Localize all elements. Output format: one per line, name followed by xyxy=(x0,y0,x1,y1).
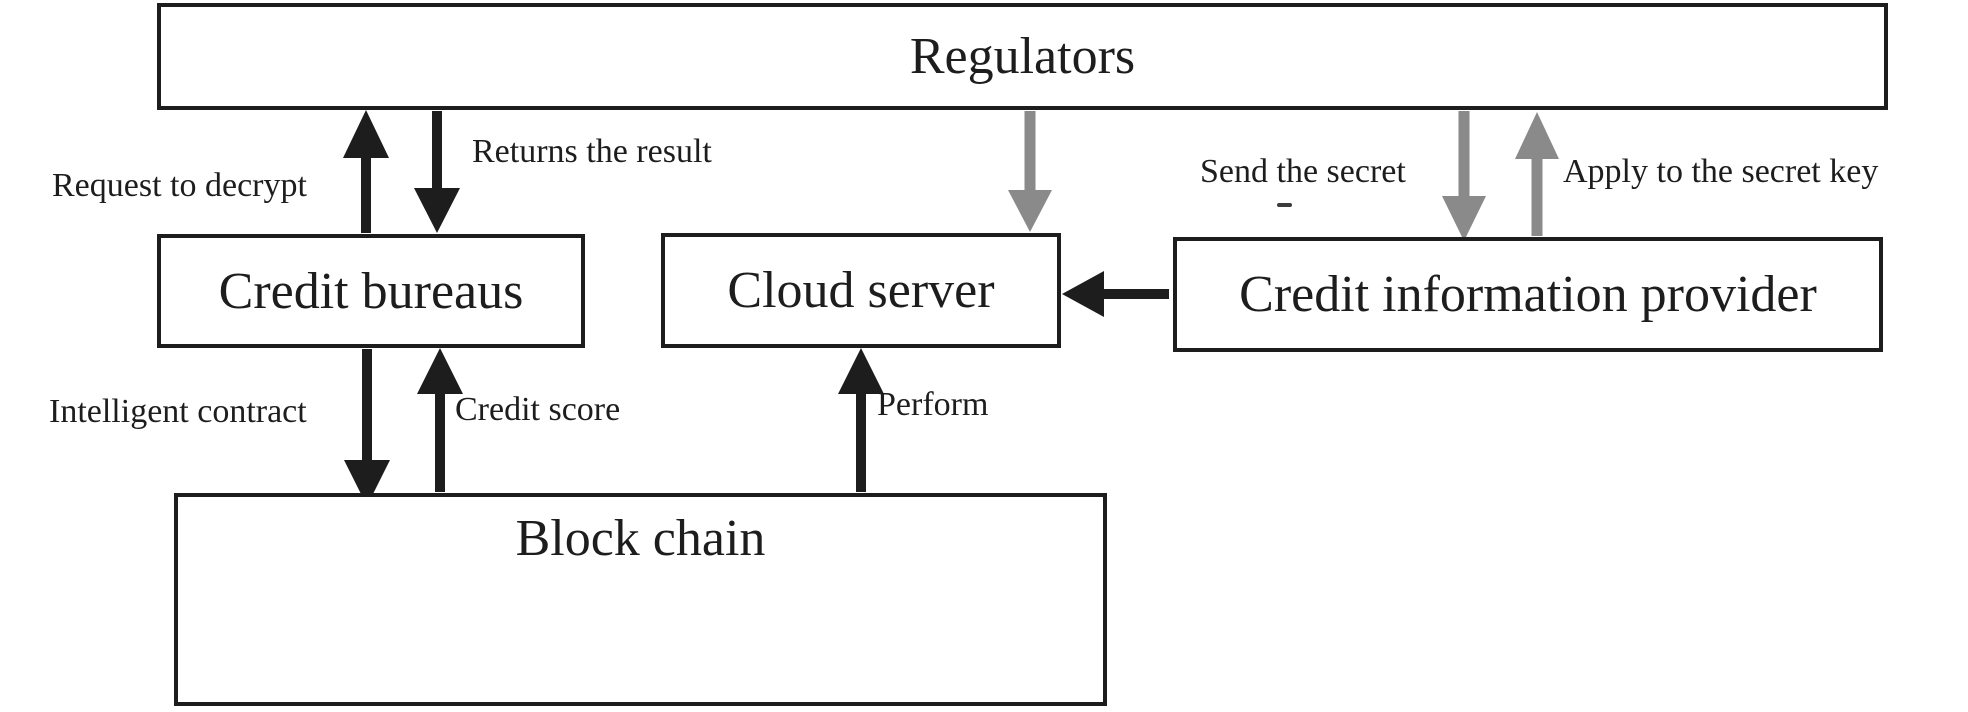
arrowhead-up-icon xyxy=(417,348,463,394)
node-credit-bureaus: Credit bureaus xyxy=(157,234,585,348)
arrow-send-the-secret xyxy=(1442,111,1486,241)
node-credit-information-provider-label: Credit information provider xyxy=(1239,266,1817,323)
arrow-intelligent-contract xyxy=(344,349,390,506)
arrow-request-to-decrypt xyxy=(343,110,389,233)
node-block-chain: Block chain xyxy=(174,493,1107,706)
arrow-apply-to-the-secret-key xyxy=(1515,112,1559,236)
edge-label-request-to-decrypt: Request to decrypt xyxy=(52,167,307,204)
arrow-regulators-to-cloud-server xyxy=(1008,111,1052,232)
stray-mark xyxy=(1277,203,1292,207)
edge-label-perform: Perform xyxy=(877,386,989,423)
node-credit-bureaus-label: Credit bureaus xyxy=(218,262,524,320)
edge-label-send-the-secret: Send the secret xyxy=(1200,153,1406,190)
arrow-provider-to-cloud-server xyxy=(1062,271,1169,317)
node-block-chain-label: Block chain xyxy=(515,510,766,567)
node-cloud-server-label: Cloud server xyxy=(727,262,995,319)
arrowhead-left-icon xyxy=(1062,271,1104,317)
node-regulators-label: Regulators xyxy=(909,28,1136,85)
arrowhead-up-icon xyxy=(343,110,389,158)
arrowhead-down-icon xyxy=(414,188,460,233)
arrowhead-down-icon xyxy=(1008,190,1052,232)
edge-label-intelligent-contract: Intelligent contract xyxy=(49,393,307,430)
node-cloud-server: Cloud server xyxy=(661,233,1061,348)
node-credit-information-provider: Credit information provider xyxy=(1173,237,1883,352)
arrow-returns-the-result xyxy=(414,111,460,233)
edge-label-apply-to-the-secret-key: Apply to the secret key xyxy=(1563,153,1879,190)
edge-label-credit-score: Credit score xyxy=(455,391,621,428)
arrowhead-down-icon xyxy=(1442,196,1486,241)
node-regulators: Regulators xyxy=(157,3,1888,110)
arrowhead-up-icon xyxy=(1515,112,1559,159)
edge-label-returns-the-result: Returns the result xyxy=(472,133,712,170)
